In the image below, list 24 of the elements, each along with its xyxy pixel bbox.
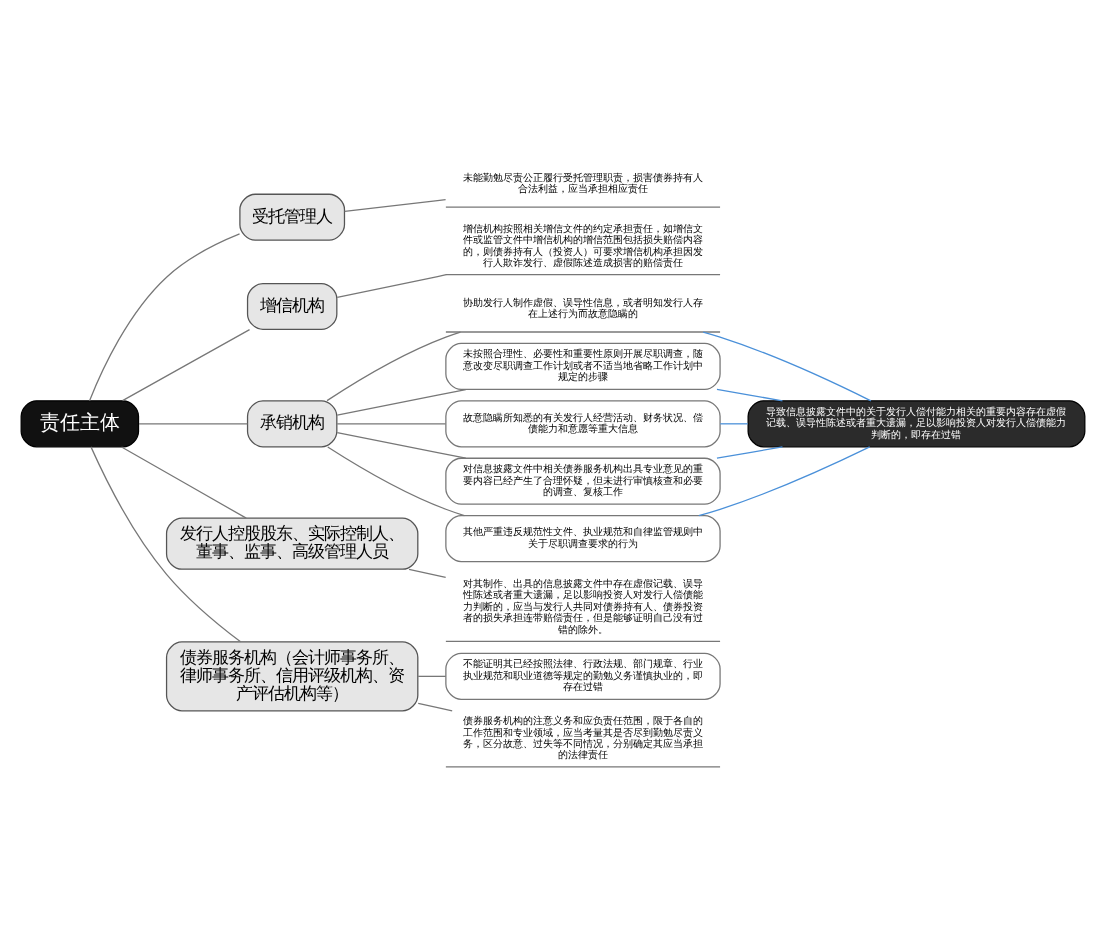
connector [88, 233, 241, 402]
connector [336, 274, 447, 299]
connector [702, 331, 872, 402]
connector [408, 568, 447, 579]
connector [716, 446, 784, 459]
connector [138, 423, 249, 425]
node-box: 发行人控股股东、实际控制人、董事、监事、高级管理人员 [165, 517, 419, 570]
connector [716, 388, 784, 402]
connector [336, 423, 447, 425]
connector [344, 199, 447, 212]
connector [120, 446, 247, 519]
connector [417, 675, 447, 677]
node-box: 受托管理人 [239, 193, 346, 241]
connector [121, 329, 251, 402]
connector [336, 388, 467, 416]
connector [336, 431, 467, 459]
connector [417, 702, 453, 712]
node-box: 责任主体 [20, 400, 140, 448]
node-box: 增信机构 [246, 282, 338, 331]
node-box: 债券服务机构（会计师事务所、律师事务所、信用评级机构、资产评估机构等） [165, 641, 419, 712]
connector [90, 446, 242, 643]
connector [326, 331, 462, 402]
node-box: 承销机构 [246, 400, 338, 448]
connector [719, 423, 749, 425]
